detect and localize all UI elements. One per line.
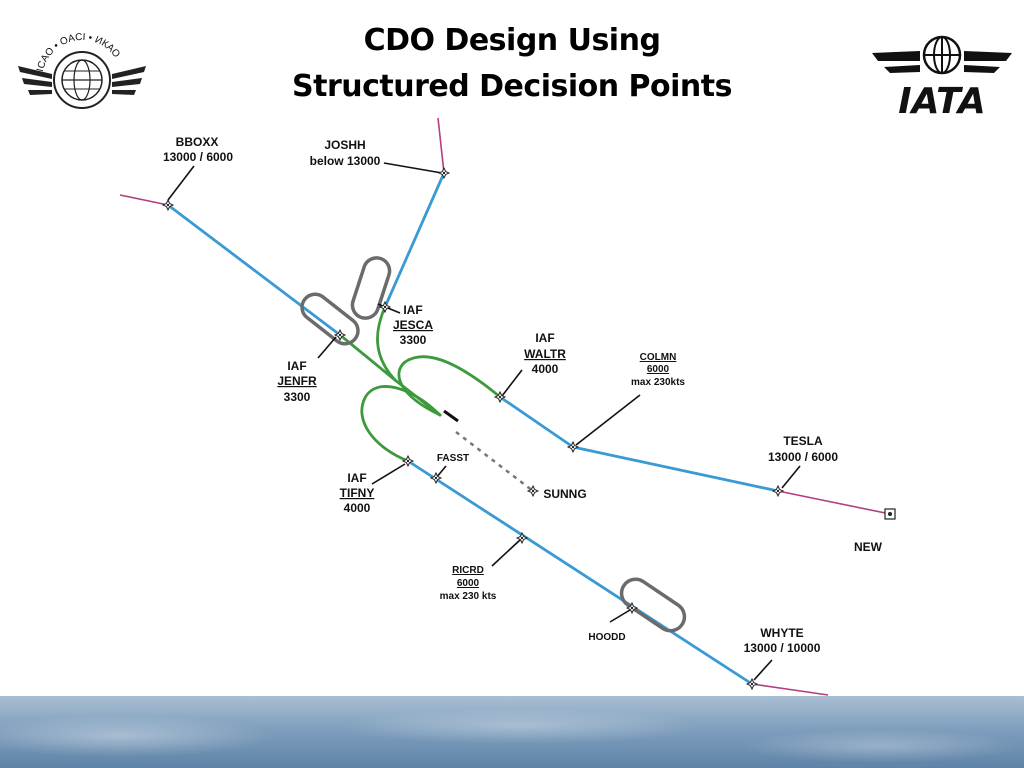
label-hoodd-name: HOODD — [588, 632, 625, 643]
final-approach-dashed — [455, 431, 534, 492]
label-waltr-alt: 4000 — [532, 362, 559, 376]
label-colmn-alt: 6000 — [647, 364, 670, 375]
final-approach-bar — [443, 409, 459, 423]
route-lines — [166, 171, 780, 686]
navaid-new-marker — [884, 508, 896, 520]
label-leaders — [167, 162, 801, 681]
label-whyte-name: WHYTE — [760, 626, 803, 640]
label-joshh-name: JOSHH — [324, 138, 365, 152]
label-tifny-type: IAF — [347, 471, 366, 485]
hold-jenfr — [300, 292, 360, 346]
waypoint-joshh-marker — [438, 167, 450, 179]
iata-wordmark: IATA — [898, 81, 985, 122]
slide-title: CDO Design Using Structured Decision Poi… — [220, 18, 804, 110]
slide-title-line-1: CDO Design Using — [363, 23, 661, 58]
transition-paths — [338, 305, 502, 463]
label-jenfr-alt: 3300 — [284, 390, 311, 404]
inbound-segments — [119, 117, 891, 696]
label-joshh-alt: below 13000 — [310, 154, 381, 168]
waypoint-jesca-marker — [379, 301, 391, 313]
label-colmn-speed: max 230kts — [631, 377, 685, 388]
label-colmn-name: COLMN — [640, 352, 677, 363]
hold-hoodd — [619, 577, 687, 633]
label-ricrd-speed: max 230 kts — [440, 591, 497, 602]
label-jenfr-name: JENFR — [277, 374, 317, 388]
label-waltr-type: IAF — [535, 331, 554, 345]
icao-emblem-icon: ICAO • OACI • ИКАО — [18, 32, 146, 109]
label-ricrd-alt: 6000 — [457, 578, 480, 589]
label-ricrd-name: RICRD — [452, 565, 484, 576]
label-fasst-name: FASST — [437, 453, 469, 464]
label-jesca-name: JESCA — [393, 318, 433, 332]
slide-title-line-2: Structured Decision Points — [292, 69, 732, 104]
label-tifny-alt: 4000 — [344, 501, 371, 515]
iata-logo: IATA — [872, 35, 1012, 122]
label-new-name: NEW — [854, 540, 883, 554]
label-sunng-name: SUNNG — [543, 487, 586, 501]
hold-jesca — [350, 256, 392, 320]
holding-patterns — [300, 256, 687, 633]
cdo-route-diagram: ICAO • OACI • ИКАО IATA — [18, 32, 1012, 696]
sky-banner — [0, 696, 1024, 768]
label-tesla-name: TESLA — [783, 434, 823, 448]
label-jenfr-type: IAF — [287, 359, 306, 373]
label-tifny-name: TIFNY — [340, 486, 375, 500]
iata-globe-icon — [922, 35, 962, 75]
waypoint-labels: BBOXX 13000 / 6000 JOSHH below 13000 IAF… — [163, 135, 883, 655]
label-bboxx-alt: 13000 / 6000 — [163, 150, 233, 164]
label-bboxx-name: BBOXX — [176, 135, 219, 149]
label-whyte-alt: 13000 / 10000 — [744, 641, 821, 655]
label-tesla-alt: 13000 / 6000 — [768, 450, 838, 464]
label-waltr-name: WALTR — [524, 347, 566, 361]
label-jesca-type: IAF — [403, 303, 422, 317]
waypoint-markers — [162, 167, 896, 690]
label-jesca-alt: 3300 — [400, 333, 427, 347]
